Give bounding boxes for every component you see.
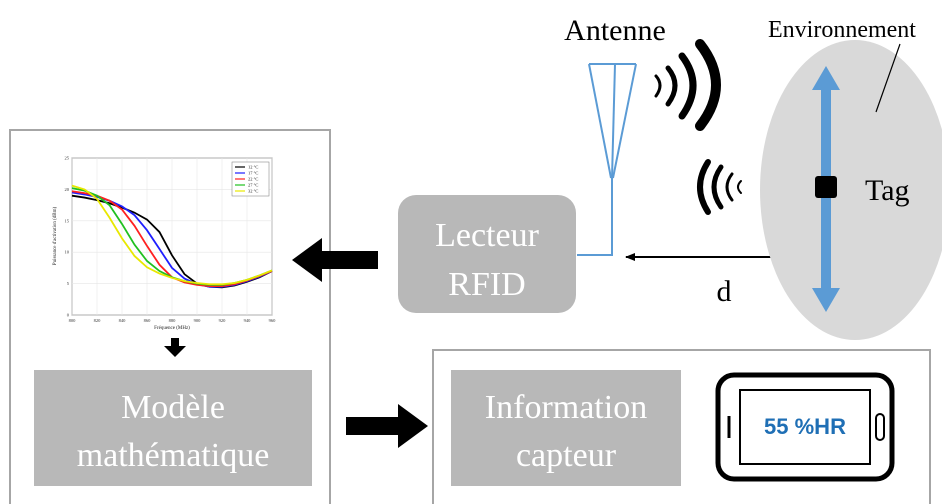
chart-x-tick-label: 940 bbox=[244, 318, 252, 323]
model-label-line1: Modèle bbox=[121, 389, 225, 426]
chart-series-line bbox=[71, 184, 273, 286]
outgoing-signal-icon bbox=[654, 39, 721, 131]
down-arrow bbox=[164, 338, 186, 357]
chart-y-tick-label: 25 bbox=[65, 156, 70, 161]
chart-legend-label: 22 °C bbox=[248, 177, 258, 182]
chart-x-tick-label: 840 bbox=[119, 318, 127, 323]
smartphone-icon bbox=[715, 372, 895, 482]
chart-x-tick-label: 860 bbox=[144, 318, 152, 323]
antenna-icon bbox=[577, 63, 637, 256]
chart-y-tick-label: 0 bbox=[67, 313, 70, 318]
chart-xlabel: Fréquence (MHz) bbox=[154, 326, 190, 331]
info-label-line2: capteur bbox=[516, 437, 617, 474]
chart-y-tick-label: 10 bbox=[65, 250, 70, 255]
phone-reading: 55 %HR bbox=[764, 414, 846, 439]
chart-ylabel: Puissance d'activation (dBm) bbox=[53, 206, 58, 265]
info-label-line1: Information bbox=[485, 389, 647, 426]
chart-x-tick-label: 880 bbox=[169, 318, 177, 323]
model-to-info-arrow bbox=[346, 404, 428, 448]
model-box bbox=[34, 370, 312, 486]
chart-x-tick-label: 960 bbox=[269, 318, 277, 323]
reader-label-line2: RFID bbox=[448, 266, 525, 303]
chart-y-tick-label: 15 bbox=[65, 218, 70, 223]
chart-legend: 12 °C17 °C22 °C27 °C32 °C bbox=[231, 161, 270, 197]
chart-x-tick-label: 900 bbox=[194, 318, 202, 323]
chart-x-tick-label: 920 bbox=[219, 318, 227, 323]
chart-x-tick-label: 820 bbox=[94, 318, 102, 323]
tag-antenna-icon bbox=[812, 66, 840, 312]
environment-ellipse bbox=[760, 40, 942, 340]
left-panel-frame bbox=[9, 129, 331, 504]
environment-label: Environnement bbox=[768, 17, 916, 43]
chart-legend-label: 27 °C bbox=[248, 183, 258, 188]
tag-label: Tag bbox=[865, 174, 910, 207]
environment-pointer bbox=[875, 43, 901, 113]
info-panel-frame bbox=[432, 349, 931, 504]
model-label-line2: mathématique bbox=[77, 437, 270, 474]
chart-legend-label: 12 °C bbox=[248, 165, 258, 170]
incoming-signal-icon bbox=[697, 159, 742, 215]
rfid-reader-box bbox=[398, 195, 576, 313]
tag-chip bbox=[815, 176, 837, 198]
reader-label-line1: Lecteur bbox=[435, 217, 539, 254]
chart-x-tick-label: 800 bbox=[69, 318, 77, 323]
distance-label: d bbox=[717, 275, 732, 308]
activation-power-chart: 800 820 840 860 880 900 920 940 960 0 5 10 15 20 25 Fr… bbox=[53, 156, 276, 332]
reader-to-chart-arrow bbox=[292, 238, 378, 282]
chart-y-tick-label: 5 bbox=[67, 281, 70, 286]
chart-y-tick-label: 20 bbox=[65, 187, 70, 192]
antenna-label: Antenne bbox=[564, 14, 666, 47]
chart-legend-label: 32 °C bbox=[248, 189, 258, 194]
info-box bbox=[451, 370, 681, 486]
chart-legend-label: 17 °C bbox=[248, 171, 258, 176]
